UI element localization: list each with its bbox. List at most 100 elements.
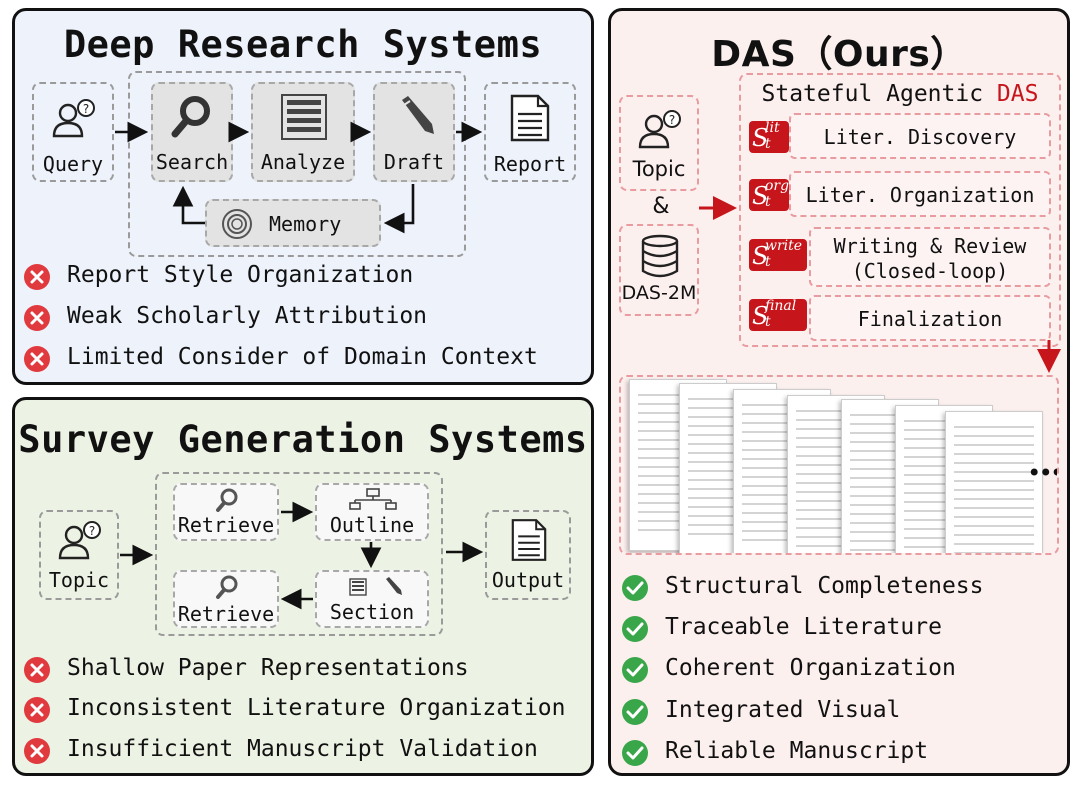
manuscript-text-line — [796, 482, 876, 484]
manuscript-text-line — [742, 512, 822, 514]
manuscript-text-line — [742, 449, 822, 451]
manuscript-text-line — [954, 516, 1034, 518]
manuscript-text-line — [688, 479, 768, 481]
das-dataset-label: DAS-2M — [621, 282, 697, 304]
manuscript-text-line — [688, 515, 768, 517]
manuscript-text-line — [796, 410, 876, 412]
stateful-agentic-title: Stateful Agentic DAS — [741, 81, 1059, 107]
manuscript-text-line — [742, 539, 822, 541]
manuscript-text-line — [904, 483, 984, 485]
cross-icon — [24, 346, 50, 372]
stage-box: Liter. Organization — [789, 171, 1051, 217]
manuscript-text-line — [904, 519, 984, 521]
manuscript-text-line — [796, 500, 876, 502]
stage-label: Writing & Review — [833, 234, 1027, 258]
manuscript-text-line — [742, 521, 822, 523]
output-node: Output — [485, 510, 571, 600]
stage-label: Liter. Organization — [805, 183, 1035, 207]
manuscript-text-line — [850, 414, 930, 416]
strength-text: Coherent Organization — [665, 655, 956, 681]
manuscript-text-line — [688, 506, 768, 508]
das-dataset-node: DAS-2M — [619, 224, 699, 316]
draft-node: Draft — [373, 82, 455, 182]
manuscript-text-line — [688, 434, 768, 436]
check-icon — [622, 699, 648, 725]
pencil-icon — [386, 577, 402, 595]
manuscript-text-line — [954, 498, 1034, 500]
manuscript-text-line — [904, 501, 984, 503]
cross-icon — [24, 738, 50, 764]
retrieve-label: Retrieve — [177, 602, 275, 626]
manuscript-text-line — [638, 457, 718, 459]
manuscript-text-line — [850, 504, 930, 506]
user-question-icon: ? — [638, 110, 681, 149]
document-lines-icon — [349, 578, 367, 596]
manuscript-text-line — [796, 518, 876, 520]
das-arrows — [699, 196, 1061, 373]
agentic-title-highlight: DAS — [996, 81, 1039, 107]
manuscript-text-line — [688, 533, 768, 535]
svg-text:?: ? — [89, 524, 95, 538]
outline-label: Outline — [329, 513, 415, 537]
query-label: Query — [42, 152, 104, 176]
manuscript-text-line — [850, 513, 930, 515]
output-label: Output — [491, 568, 565, 592]
manuscript-text-line — [796, 509, 876, 511]
search-icon — [171, 96, 210, 138]
manuscript-text-line — [742, 458, 822, 460]
limitation-text: Shallow Paper Representations — [67, 655, 469, 681]
manuscript-text-line — [638, 421, 718, 423]
manuscript-text-line — [688, 488, 768, 490]
manuscript-text-line — [638, 511, 718, 513]
memory-ring-icon — [222, 209, 252, 239]
manuscript-text-line — [904, 492, 984, 494]
manuscript-text-line — [638, 520, 718, 522]
manuscript-text-line — [954, 426, 1034, 428]
manuscript-text-line — [954, 534, 1034, 536]
manuscript-text-line — [796, 437, 876, 439]
deep-arrows — [115, 121, 483, 234]
survey-generation-title: Survey Generation Systems — [18, 418, 588, 461]
search-icon — [216, 488, 238, 512]
manuscript-text-line — [850, 432, 930, 434]
report-label: Report — [493, 152, 567, 176]
manuscript-text-line — [954, 507, 1034, 509]
manuscript-text-line — [954, 552, 1034, 553]
topic-node: ? Topic — [39, 510, 119, 600]
manuscript-text-line — [904, 510, 984, 512]
manuscript-text-line — [796, 536, 876, 538]
manuscript-text-line — [904, 465, 984, 467]
strength-text: Integrated Visual — [665, 697, 901, 723]
manuscript-text-line — [850, 531, 930, 533]
manuscript-text-line — [688, 497, 768, 499]
search-icon — [216, 575, 238, 599]
deep-research-title: Deep Research Systems — [63, 23, 543, 66]
manuscript-text-line — [638, 439, 718, 441]
manuscript-page — [945, 411, 1043, 553]
stage-box: Writing & Review (Closed-loop) — [809, 227, 1051, 287]
strength-text: Traceable Literature — [665, 614, 942, 640]
manuscript-text-line — [688, 443, 768, 445]
check-icon — [622, 616, 648, 642]
manuscript-text-line — [954, 525, 1034, 527]
manuscript-text-line — [850, 459, 930, 461]
manuscript-text-line — [954, 489, 1034, 491]
manuscript-text-line — [954, 471, 1034, 473]
manuscript-text-line — [850, 468, 930, 470]
manuscript-text-line — [638, 412, 718, 414]
manuscript-text-line — [688, 470, 768, 472]
document-lines-icon — [281, 94, 327, 140]
manuscript-text-line — [850, 486, 930, 488]
stage-box: Liter. Discovery — [789, 113, 1051, 159]
manuscript-text-line — [796, 428, 876, 430]
manuscript-text-line — [796, 491, 876, 493]
manuscript-text-line — [904, 438, 984, 440]
database-icon — [641, 234, 679, 278]
survey-arrows — [120, 501, 484, 610]
search-label: Search — [155, 150, 229, 174]
manuscript-text-line — [638, 475, 718, 477]
memory-label: Memory — [269, 212, 342, 236]
user-question-icon: ? — [58, 521, 101, 560]
ellipsis: ••• — [1027, 459, 1059, 487]
